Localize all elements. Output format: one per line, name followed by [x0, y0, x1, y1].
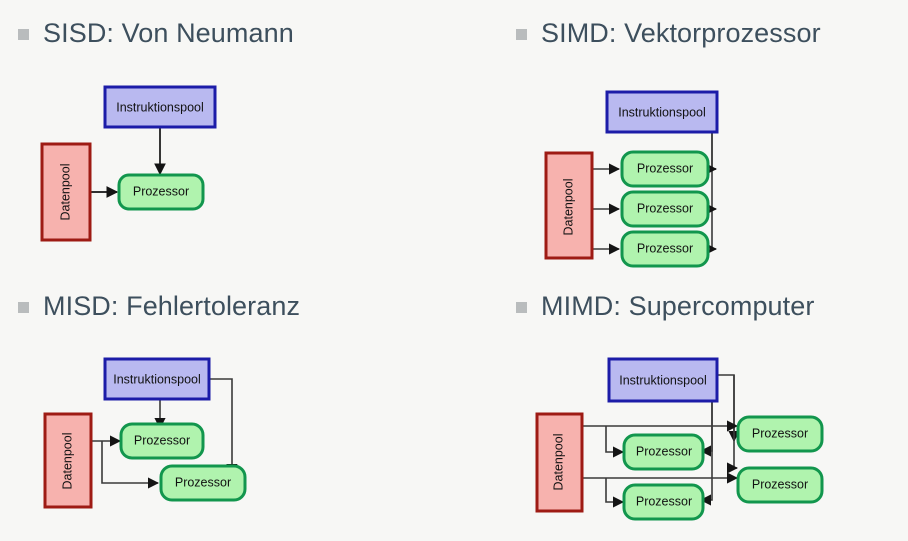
- node-instruction-pool-label: Instruktionspool: [113, 372, 201, 386]
- diagram-simd: Instruktionspool Datenpool Prozessor Pro…: [454, 0, 908, 270]
- node-instruction-pool-label: Instruktionspool: [618, 105, 706, 119]
- node-processor-2: Prozessor: [620, 190, 710, 228]
- quadrant-misd: MISD: Fehlertoleranz: [0, 271, 454, 541]
- node-processor-left-2: Prozessor: [622, 483, 705, 521]
- diagram-sisd: Instruktionspool Datenpool Prozessor: [0, 0, 454, 270]
- node-data-pool: Datenpool: [40, 142, 92, 242]
- diagram-misd: Instruktionspool Datenpool Prozessor Pro…: [0, 271, 454, 541]
- node-processor-right-2-label: Prozessor: [752, 477, 808, 491]
- node-processor-1: Prozessor: [119, 422, 205, 460]
- page-title-mimd: MIMD: Supercomputer: [541, 291, 815, 321]
- node-processor-2-label: Prozessor: [637, 201, 693, 215]
- node-processor-1-label: Prozessor: [134, 433, 190, 447]
- quadrant-simd: SIMD: Vektorprozessor: [454, 0, 908, 270]
- page-title-sisd: SISD: Von Neumann: [43, 18, 294, 48]
- square-bullet-icon: [18, 302, 29, 313]
- node-processor-left-2-label: Prozessor: [636, 494, 692, 508]
- node-instruction-pool: Instruktionspool: [605, 90, 719, 134]
- quadrant-sisd: SISD: Von Neumann Instruktionspool: [0, 0, 454, 270]
- node-instruction-pool-label: Instruktionspool: [116, 100, 204, 114]
- node-instruction-pool: Instruktionspool: [103, 357, 211, 401]
- node-processor: Prozessor: [117, 173, 205, 211]
- node-instruction-pool-label: Instruktionspool: [619, 373, 707, 387]
- node-data-pool: Datenpool: [43, 412, 93, 509]
- diagram-misd-canvas: Instruktionspool Datenpool Prozessor Pro…: [43, 357, 247, 509]
- node-processor-1: Prozessor: [620, 150, 710, 188]
- diagram-simd-canvas: Instruktionspool Datenpool Prozessor Pro…: [544, 90, 719, 268]
- node-instruction-pool: Instruktionspool: [103, 85, 217, 129]
- node-data-pool-label: Datenpool: [58, 164, 72, 221]
- edge-data-to-processor-left-2: [605, 478, 625, 508]
- node-processor-2: Prozessor: [159, 464, 247, 502]
- node-processor-3: Prozessor: [620, 230, 710, 268]
- heading-misd: MISD: Fehlertoleranz: [18, 293, 300, 320]
- edge-instruction-bus-right: [733, 375, 736, 469]
- node-processor-2-label: Prozessor: [175, 475, 231, 489]
- node-processor-right-1-label: Prozessor: [752, 426, 808, 440]
- edge-data-to-processor-left-1: [605, 426, 625, 458]
- node-processor-3-label: Prozessor: [637, 241, 693, 255]
- square-bullet-icon: [18, 29, 29, 40]
- node-processor-right-1: Prozessor: [736, 415, 824, 453]
- square-bullet-icon: [516, 302, 527, 313]
- heading-sisd: SISD: Von Neumann: [18, 20, 294, 47]
- node-processor-1-label: Prozessor: [637, 161, 693, 175]
- node-data-pool: Datenpool: [535, 412, 584, 513]
- node-instruction-pool: Instruktionspool: [607, 357, 719, 403]
- node-processor-right-2: Prozessor: [736, 466, 824, 504]
- node-data-pool-label: Datenpool: [551, 434, 565, 491]
- node-processor-left-1-label: Prozessor: [636, 444, 692, 458]
- diagram-sisd-canvas: Instruktionspool Datenpool Prozessor: [40, 85, 217, 242]
- node-data-pool-label: Datenpool: [561, 179, 575, 236]
- quadrant-mimd: MIMD: Supercomputer: [454, 271, 908, 541]
- edge-data-to-processor-2: [101, 441, 160, 489]
- diagram-mimd-canvas: Instruktionspool Datenpool Prozessor Pro…: [535, 357, 824, 521]
- page-title-simd: SIMD: Vektorprozessor: [541, 18, 821, 48]
- square-bullet-icon: [516, 29, 527, 40]
- edge-instruction-to-processor-left-2: [699, 401, 713, 506]
- edge-instruction-bus-right-top: [717, 374, 740, 443]
- heading-simd: SIMD: Vektorprozessor: [516, 20, 821, 47]
- edge-instruction-to-processor-2: [208, 378, 238, 476]
- page-title-misd: MISD: Fehlertoleranz: [43, 291, 301, 321]
- node-data-pool: Datenpool: [544, 151, 594, 260]
- node-processor-left-1: Prozessor: [622, 433, 705, 471]
- diagram-mimd: Instruktionspool Datenpool Prozessor Pro…: [454, 271, 908, 541]
- heading-mimd: MIMD: Supercomputer: [516, 293, 814, 320]
- node-data-pool-label: Datenpool: [60, 433, 74, 490]
- node-processor-label: Prozessor: [133, 184, 189, 198]
